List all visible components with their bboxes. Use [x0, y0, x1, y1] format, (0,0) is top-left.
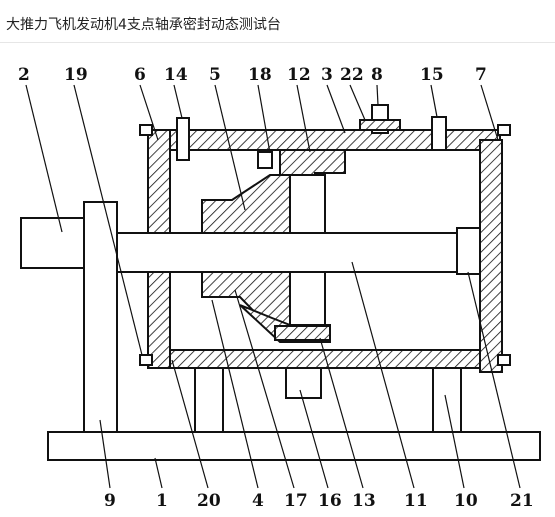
motor — [20, 217, 85, 269]
label-6: 6 — [134, 65, 146, 85]
label-20: 20 — [197, 491, 221, 511]
leader-lines — [25, 84, 521, 489]
label-17: 17 — [284, 491, 308, 511]
label-15: 15 — [420, 65, 444, 85]
label-3: 3 — [321, 65, 333, 85]
label-9: 9 — [104, 491, 116, 511]
page-title: 大推力飞机发动机4支点轴承密封动态测试台 — [6, 17, 281, 33]
housing-bottom-wall — [149, 349, 501, 369]
label-13: 13 — [352, 491, 376, 511]
support-leg-left — [194, 367, 224, 433]
label-18: 18 — [248, 65, 272, 85]
title-divider — [0, 42, 555, 43]
support-leg-10 — [432, 367, 462, 433]
main-shaft — [116, 232, 478, 273]
bolt — [497, 354, 511, 366]
label-10: 10 — [454, 491, 478, 511]
label-16: 16 — [318, 491, 342, 511]
bearing-seat-upper — [201, 174, 291, 234]
label-19: 19 — [64, 65, 88, 85]
base-plate — [47, 431, 541, 461]
bolt — [139, 354, 153, 366]
label-5: 5 — [209, 65, 221, 85]
label-8: 8 — [371, 65, 383, 85]
right-coupling — [456, 227, 481, 275]
top-fitting-14 — [176, 117, 190, 161]
bolt — [139, 124, 153, 136]
label-4: 4 — [252, 491, 264, 511]
seal-ring-18 — [257, 151, 273, 169]
label-7: 7 — [475, 65, 487, 85]
label-11: 11 — [404, 491, 428, 511]
label-14: 14 — [164, 65, 188, 85]
label-22: 22 — [340, 65, 364, 85]
label-2: 2 — [18, 65, 30, 85]
bolt — [497, 124, 511, 136]
seal-flange — [274, 325, 331, 341]
label-21: 21 — [510, 491, 534, 511]
valve-base-22 — [359, 119, 401, 131]
label-1: 1 — [156, 491, 168, 511]
left-support — [83, 201, 118, 433]
top-fitting-15 — [431, 116, 447, 151]
housing-top-wall — [149, 129, 501, 151]
label-12: 12 — [287, 65, 311, 85]
